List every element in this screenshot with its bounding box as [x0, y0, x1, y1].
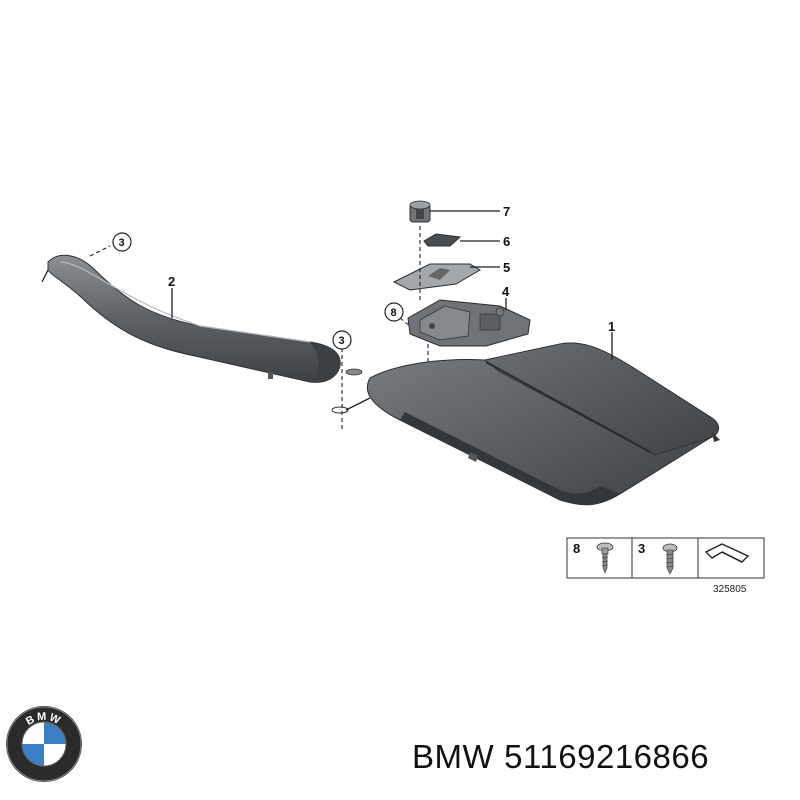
- bracket-symbol-icon: [704, 543, 750, 563]
- screw-3: [331, 368, 371, 414]
- callout-2: 2: [168, 274, 175, 289]
- callout-8-circle: 8: [384, 302, 404, 322]
- part-7-button: [409, 200, 431, 223]
- callout-8: 8: [391, 307, 397, 319]
- callout-3b-circle: 3: [332, 330, 352, 350]
- callout-3a: 3: [119, 237, 125, 249]
- part-4-latch-mechanism: [407, 299, 531, 347]
- callout-6: 6: [503, 234, 510, 249]
- diagram-code: 325805: [713, 584, 747, 595]
- callout-7: 7: [503, 204, 510, 219]
- caption-brand: BMW: [412, 738, 495, 775]
- caption-part-number: 51169216866: [504, 738, 710, 775]
- assembly-line-strip: [89, 245, 111, 257]
- part-6-pad: [423, 233, 462, 247]
- callout-3b: 3: [339, 335, 345, 347]
- strip-tip-line: [41, 269, 49, 283]
- callout-5: 5: [503, 260, 510, 275]
- svg-text:BMW: BMW: [24, 711, 64, 728]
- bmw-logo-icon: BMW: [6, 706, 82, 782]
- legend-item-8: 8: [573, 541, 580, 556]
- callout-1: 1: [608, 319, 615, 334]
- callout-3a-circle: 3: [112, 232, 132, 252]
- part-5-cover-plate: [392, 263, 481, 291]
- callout-4: 4: [502, 284, 510, 299]
- legend-item-3: 3: [638, 541, 645, 556]
- bmw-logo-text: BMW: [24, 711, 62, 728]
- screw-8-icon: [596, 542, 614, 574]
- legend-box: 8 3: [566, 537, 765, 579]
- screw-3-icon: [662, 543, 678, 575]
- assembly-line-8: [399, 317, 411, 327]
- part-1-armrest-lid: [366, 342, 720, 506]
- part-2-trim-strip: [47, 254, 341, 383]
